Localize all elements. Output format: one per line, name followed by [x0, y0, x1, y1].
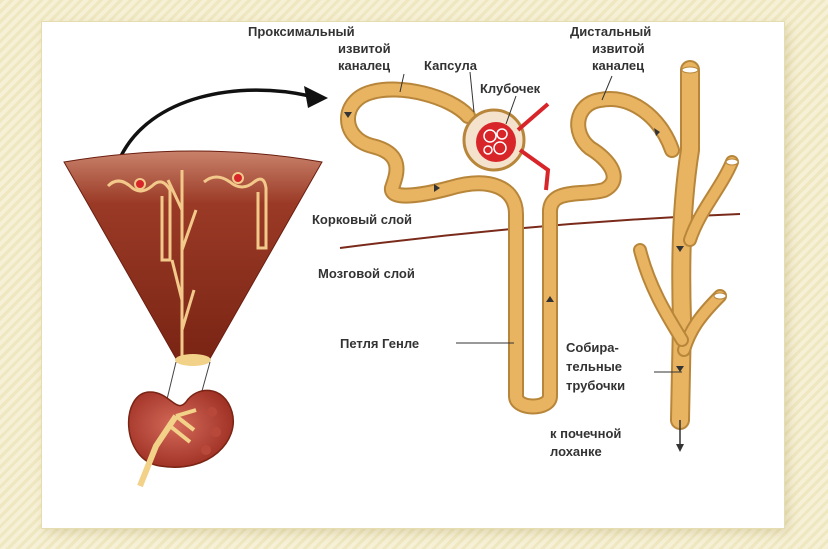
nephron-tubule: [340, 60, 739, 430]
label-collecting-3: трубочки: [566, 378, 625, 393]
label-collecting-2: тельные: [566, 359, 622, 374]
label-loop-henle: Петля Генле: [340, 336, 419, 351]
label-proximal-2: извитой: [338, 41, 391, 56]
glomerulus-capsule: [462, 102, 551, 191]
label-pelvis-1: к почечной: [550, 426, 621, 441]
label-collecting-1: Собира-: [566, 340, 619, 355]
label-proximal-1: Проксимальный: [248, 24, 355, 39]
label-capsule: Капсула: [424, 58, 478, 73]
curved-arrow: [118, 86, 328, 159]
label-glomerulus: Клубочек: [480, 81, 541, 96]
duct-openings: [681, 66, 739, 300]
labels: Проксимальный извитой каналец Капсула Кл…: [248, 24, 651, 459]
label-proximal-3: каналец: [338, 58, 390, 73]
kidney-wedge: [63, 150, 323, 366]
label-pelvis-2: лоханке: [550, 444, 602, 459]
label-distal-3: каналец: [592, 58, 644, 73]
label-distal-1: Дистальный: [570, 24, 651, 39]
label-medulla: Мозговой слой: [318, 266, 415, 281]
flow-arrows: [344, 112, 684, 372]
label-cortex: Корковый слой: [312, 212, 412, 227]
label-distal-2: извитой: [592, 41, 645, 56]
pointer-lines: [399, 71, 682, 373]
kidney-icon: [128, 389, 234, 488]
